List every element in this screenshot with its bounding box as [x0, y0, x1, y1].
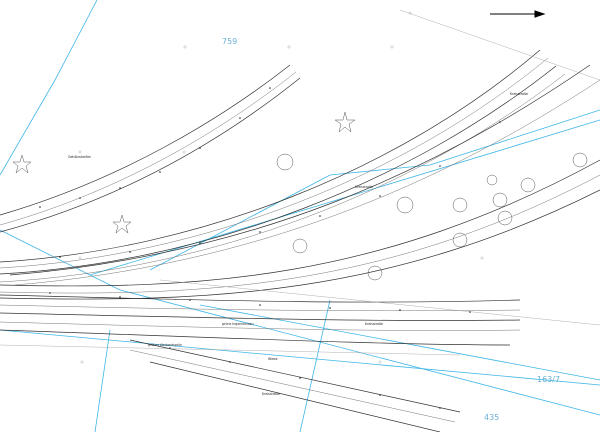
- survey-point: [199, 242, 201, 244]
- survey-point: [299, 377, 301, 379]
- lower-road: [0, 159, 600, 300]
- parcel-number: 163/7: [537, 375, 560, 384]
- survey-point: [259, 304, 261, 306]
- middle-road: [0, 49, 566, 283]
- survey-point: [159, 171, 161, 173]
- bottom-diagonal-road: [129, 339, 461, 432]
- survey-point: [439, 165, 441, 167]
- parcel-number: 759: [222, 37, 237, 46]
- road-label: Kreisstraße: [262, 392, 280, 396]
- survey-point: [269, 87, 271, 89]
- survey-point: [329, 307, 331, 309]
- north-arrow-icon: [490, 10, 546, 18]
- conifer-tree-icon: [12, 111, 356, 234]
- bottom-road: [0, 294, 521, 346]
- survey-point: [439, 407, 441, 409]
- strip-label: grünes Abstandsgrün: [148, 343, 182, 347]
- survey-point: [119, 296, 121, 298]
- survey-point: [499, 121, 501, 123]
- survey-point: [79, 197, 81, 199]
- survey-point: [229, 361, 231, 363]
- elevation-points: [39, 87, 501, 409]
- survey-point: [259, 231, 261, 233]
- parcel-number: 435: [484, 413, 499, 422]
- survey-point: [379, 394, 381, 396]
- survey-point: [469, 311, 471, 313]
- survey-point: [189, 299, 191, 301]
- road-label: Kreisstraße: [365, 322, 383, 326]
- survey-point: [39, 206, 41, 208]
- upper-road: [0, 64, 301, 233]
- area-label: Gehölzstreifen: [68, 155, 91, 159]
- survey-point: [379, 195, 381, 197]
- survey-point: [129, 251, 131, 253]
- survey-point: [49, 292, 51, 294]
- survey-point: [199, 147, 201, 149]
- road-label: Kreisstraße: [510, 92, 528, 96]
- survey-point: [119, 187, 121, 189]
- area-label: Wiese: [268, 357, 278, 361]
- survey-point: [319, 215, 321, 217]
- tree-group: [276, 152, 588, 281]
- survey-lines: [0, 9, 600, 356]
- survey-point: [169, 347, 171, 349]
- road-label: Kreisstraße: [355, 185, 373, 189]
- right-road: [9, 64, 600, 286]
- survey-point: [399, 309, 401, 311]
- grid-crosses: [78, 11, 484, 364]
- survey-point: [59, 256, 61, 258]
- strip-label: grüne Ingenieurbau: [222, 322, 254, 326]
- survey-point: [239, 117, 241, 119]
